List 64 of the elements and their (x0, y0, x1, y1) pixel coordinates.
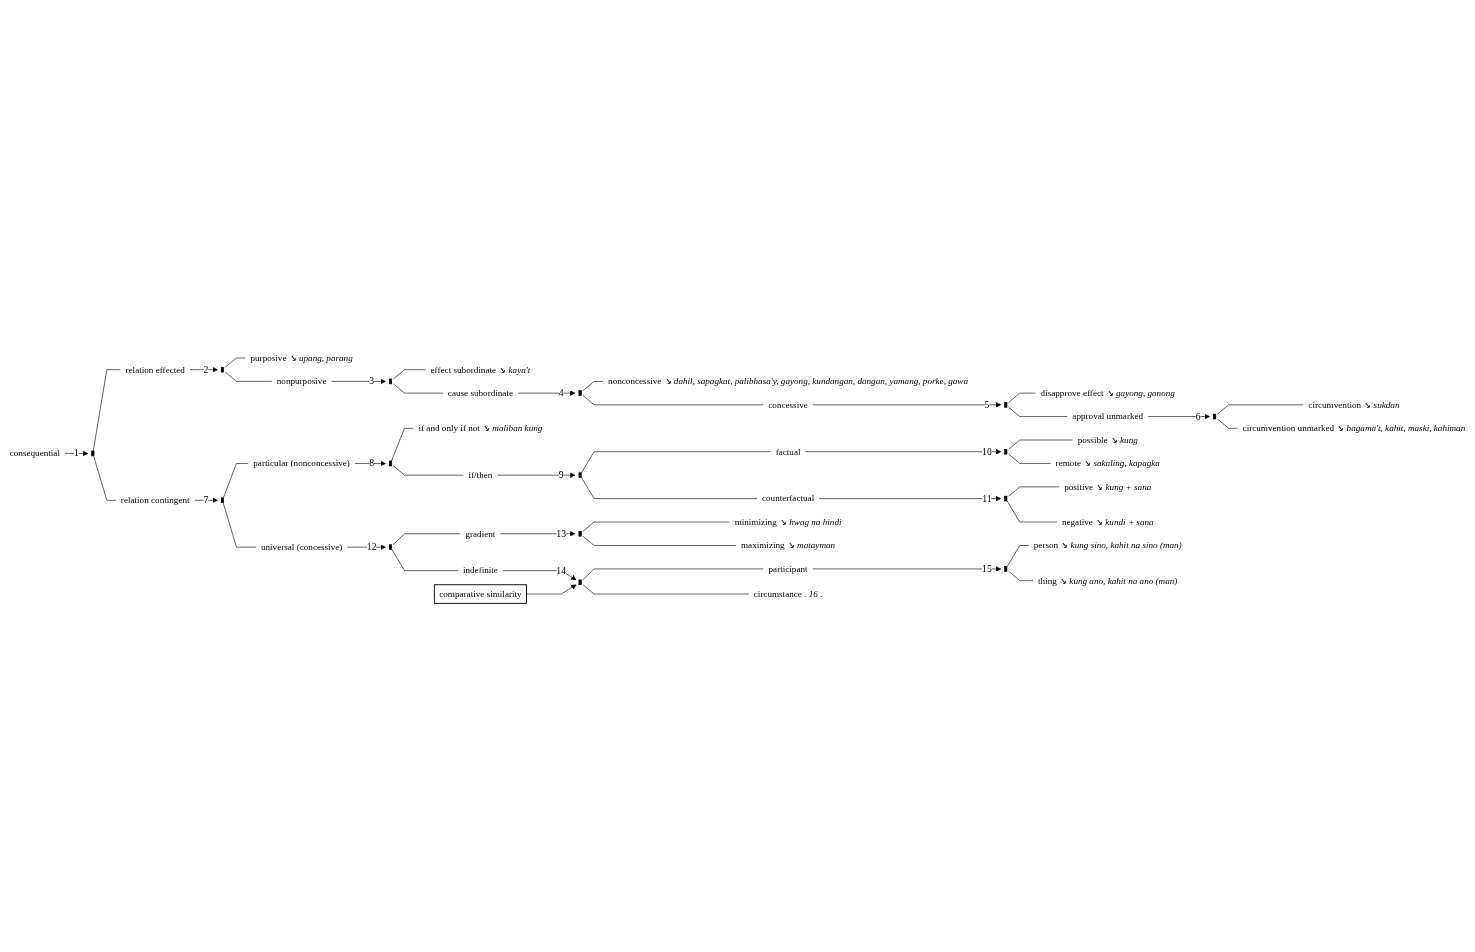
connector (582, 535, 737, 546)
connector (393, 465, 464, 476)
connector (92, 369, 121, 452)
connector (581, 451, 772, 474)
connector (582, 381, 604, 391)
connector (1006, 545, 1030, 567)
system-bracket (578, 531, 582, 537)
edge-label: 1 (73, 447, 79, 459)
connector (223, 463, 249, 499)
system-bracket (220, 497, 224, 503)
edge-label: 9 (558, 469, 564, 481)
connector (393, 383, 444, 394)
feature-label: remote ↘ sakaling, kapagka (1050, 454, 1165, 473)
connector (1217, 404, 1304, 415)
feature-label: effect subordinate ↘ kaya't (425, 360, 536, 379)
connector (225, 357, 246, 368)
connector (93, 455, 117, 501)
connector (1217, 418, 1239, 429)
feature-label: counterfactual (757, 489, 820, 508)
edge-label: 12 (366, 541, 377, 553)
edge-label: 15 (982, 563, 992, 574)
edge-label: 5 (984, 399, 990, 410)
feature-label: negative ↘ kundi + sana (1057, 512, 1159, 532)
edge-label: 10 (982, 446, 992, 457)
system-bracket (578, 472, 582, 478)
edge-label: 14 (556, 565, 567, 576)
feature-label: thing ↘ kung ano, kahit na ano (man) (1033, 571, 1183, 590)
edge-label: 2 (203, 364, 209, 375)
system-bracket (578, 390, 582, 396)
feature-label: maximizing ↘ matayman (736, 536, 840, 555)
connector (222, 502, 257, 548)
connector (582, 584, 750, 595)
edge-label: 11 (982, 493, 992, 504)
system-bracket (91, 450, 95, 457)
feature-label: comparative similarity (433, 584, 527, 604)
system-bracket (1004, 449, 1008, 455)
system-bracket (1004, 566, 1008, 572)
feature-label: person ↘ kung sino, kahit na sino (man) (1028, 536, 1187, 555)
feature-label: approval unmarked (1067, 407, 1148, 426)
edge-label: 7 (203, 494, 209, 506)
connector (391, 427, 414, 462)
system-bracket (388, 544, 393, 550)
edge-label: 3 (369, 375, 375, 387)
connector (582, 568, 764, 581)
system-bracket (388, 460, 393, 467)
system-bracket (578, 579, 582, 586)
connector (582, 395, 764, 406)
system-bracket (1213, 413, 1217, 420)
edge-label: 8 (369, 457, 375, 469)
connector (391, 549, 459, 571)
system-bracket (388, 378, 393, 385)
system-bracket (1004, 402, 1008, 408)
connector (582, 521, 731, 532)
system-bracket (1004, 495, 1008, 502)
connector (581, 477, 758, 499)
feature-label: nonconcessive ↘ dahil, sapagkat, palibhasa'y, gayong, kundangan, dangan, yamang, porke, gawa (603, 372, 973, 391)
connector (392, 533, 461, 546)
edge-label: 6 (1195, 411, 1201, 422)
connector (393, 369, 426, 380)
edge-label: 13 (556, 528, 567, 539)
connector (225, 371, 273, 382)
edge-label: 4 (558, 387, 564, 398)
system-bracket (220, 366, 224, 373)
feature-label: consequential (4, 444, 65, 463)
